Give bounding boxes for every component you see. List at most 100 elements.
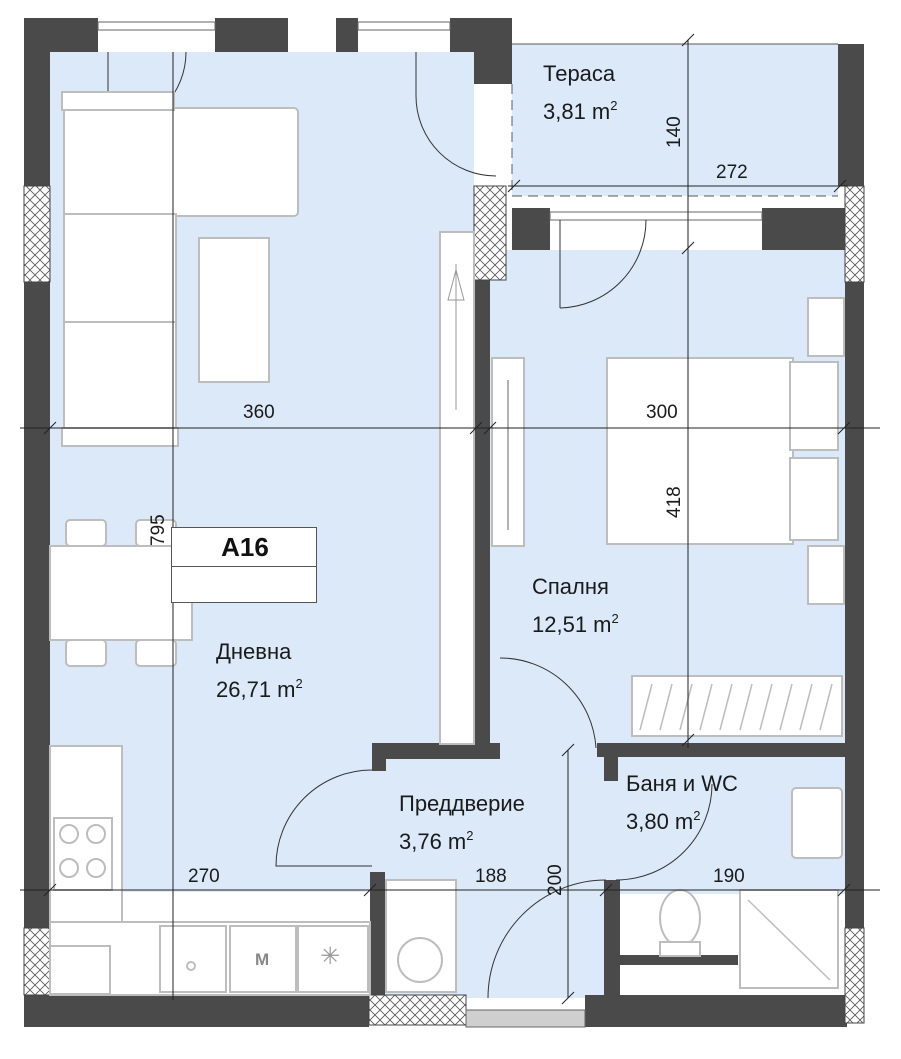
hatch-right-top — [844, 185, 865, 283]
bedroom-name: Спалня — [532, 574, 609, 599]
furniture-bath — [385, 787, 843, 993]
windows — [97, 21, 763, 1028]
wall-bottom — [24, 995, 369, 1027]
wall-hall-top-left-stub — [372, 743, 386, 771]
living-area: 26,71 m2 — [216, 670, 303, 704]
terrace-area: 3,81 m2 — [543, 92, 618, 126]
wall-bath-top-stub — [604, 743, 618, 781]
wardrobe-hatching — [507, 380, 833, 731]
nightstand-2 — [807, 545, 845, 605]
wall-bedroom-top-right — [762, 208, 846, 250]
terrace-floor — [512, 44, 838, 196]
sill-bottom — [465, 1009, 586, 1028]
furniture-living — [49, 91, 475, 996]
unit-id-box: A16 — [171, 527, 317, 603]
wall-partition-vertical — [474, 186, 490, 747]
stove-unit — [297, 925, 369, 993]
hatch-bottom — [368, 994, 467, 1026]
tv-cabinet — [439, 231, 475, 745]
coffee-table — [198, 237, 270, 383]
dim-living-height: 795 — [148, 514, 169, 546]
wall-bath-left — [604, 880, 620, 996]
living-area-value: 26,71 m — [216, 677, 296, 702]
microwave — [229, 925, 297, 993]
wall-hall-top-left — [372, 743, 500, 759]
nightstand-1 — [807, 297, 845, 357]
bath-name: Баня и WC — [626, 771, 738, 796]
bath-area: 3,80 m2 — [626, 802, 701, 836]
bath-area-value: 3,80 m — [626, 809, 694, 834]
sink — [159, 925, 227, 993]
wall-bath-top — [597, 743, 845, 757]
living-name: Дневна — [216, 639, 292, 664]
dim-bedroom-width: 300 — [646, 402, 678, 423]
living-area-unit: 2 — [295, 676, 303, 691]
hall-area-value: 3,76 m — [399, 829, 467, 854]
wall-top-pier — [215, 18, 288, 52]
washing-machine-drum — [397, 937, 443, 983]
wall-bath-inner — [620, 955, 738, 965]
walls — [24, 18, 864, 1027]
chair-4 — [135, 639, 177, 667]
pillow-2 — [789, 457, 839, 541]
terrace-area-unit: 2 — [610, 98, 618, 113]
sofa-seat — [63, 213, 177, 325]
wall-top-pier2 — [336, 18, 358, 52]
washbasin — [791, 787, 843, 859]
dim-bedroom-height: 418 — [664, 486, 685, 518]
hall-floor — [372, 747, 608, 897]
terrace-name: Тераса — [543, 61, 616, 86]
toilet — [659, 889, 701, 947]
hall-name: Преддверие — [399, 791, 525, 816]
dim-bath-width: 190 — [713, 866, 745, 887]
wall-left-upper — [24, 52, 50, 186]
snowflake-icon: ✳ — [320, 942, 341, 970]
sofa-arm — [61, 91, 175, 111]
wall-bedroom-top-left — [512, 208, 550, 250]
hall-area-unit: 2 — [466, 828, 474, 843]
hatched-walls — [23, 185, 865, 1026]
wall-left-mid — [24, 282, 50, 928]
dim-terrace-width: 272 — [716, 162, 748, 183]
chair-1 — [65, 519, 107, 547]
hatch-left-bottom — [23, 927, 51, 996]
hall-area: 3,76 m2 — [399, 822, 474, 856]
unit-id-divider — [172, 566, 316, 567]
bed — [606, 357, 794, 545]
dining-table — [49, 545, 193, 641]
hatch-right-bottom — [844, 927, 865, 1024]
window-bedroom — [549, 211, 763, 221]
terrace-railing — [511, 43, 838, 197]
dim-living-width: 360 — [243, 402, 275, 423]
terrace-area-value: 3,81 m — [543, 99, 611, 124]
toilet-tank — [659, 941, 701, 957]
sofa-back — [63, 107, 299, 217]
chair-3 — [65, 639, 107, 667]
sofa-arm-bottom — [61, 427, 179, 447]
fridge — [49, 945, 111, 995]
pillow-1 — [789, 361, 839, 451]
bedroom-area-unit: 2 — [611, 611, 619, 626]
wardrobe-bottom — [631, 675, 843, 737]
bedroom-area-value: 12,51 m — [532, 612, 612, 637]
tv-stand-detail — [447, 264, 465, 410]
hatch-left-top — [23, 185, 51, 283]
dimension-lines — [20, 33, 880, 1005]
dim-hall-width: 188 — [475, 866, 507, 887]
window-living-1 — [97, 21, 216, 31]
wall-right-top — [838, 44, 864, 186]
bedroom-area: 12,51 m2 — [532, 605, 619, 639]
wall-top-left — [24, 18, 98, 52]
wall-right-mid — [845, 282, 864, 928]
bath-area-unit: 2 — [693, 808, 701, 823]
dim-hall-depth: 200 — [545, 864, 566, 896]
unit-id: A16 — [221, 532, 269, 562]
microwave-letter: M — [255, 950, 270, 969]
wall-hall-left — [370, 872, 385, 998]
hatch-partition — [473, 185, 507, 281]
window-living-2 — [357, 21, 451, 31]
wall-terrace-corner — [474, 18, 512, 84]
dim-terrace-depth: 140 — [664, 116, 685, 148]
dim-kitchen-width: 270 — [188, 866, 220, 887]
